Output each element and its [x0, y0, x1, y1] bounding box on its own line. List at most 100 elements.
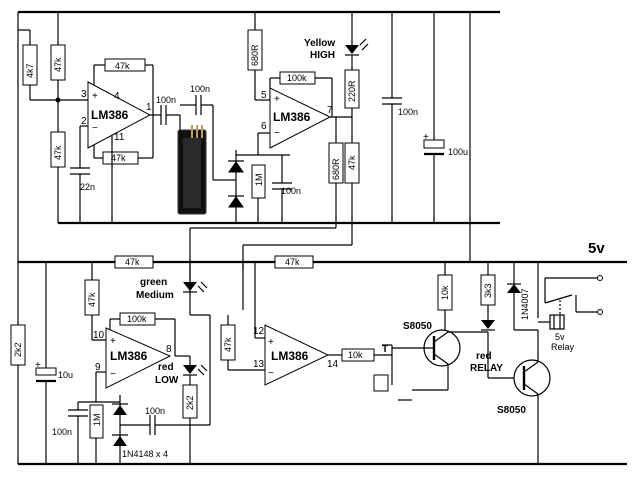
opamp-u2-pin7: 7 — [327, 105, 333, 116]
opamp-u3-name: LM386 — [110, 349, 148, 363]
opamp-u1-pin3: 3 — [81, 89, 87, 100]
opamp-u2-name: LM386 — [273, 110, 311, 124]
relay-label-2: Relay — [551, 342, 575, 352]
resistor-47k-mid-label: 47k — [347, 155, 357, 170]
capacitor-10u-label: 10u — [58, 370, 73, 380]
opamp-u4-pin13: 13 — [253, 359, 265, 370]
transistor-q2-label: S8050 — [497, 405, 526, 416]
led-green-label1: green — [140, 277, 167, 288]
led-red-low-label1: red — [158, 362, 174, 373]
led-red-low — [183, 365, 197, 374]
test-switch — [373, 374, 389, 392]
resistor-47k-bottom-b — [274, 255, 314, 269]
led-yellow — [345, 45, 359, 54]
opamp-u4-name: LM386 — [271, 349, 309, 363]
resistor-47k-a-label: 47k — [53, 57, 63, 72]
resistor-10k-out-label: 10k — [348, 350, 363, 360]
opamp-u2-plus: + — [274, 94, 280, 105]
opamp-u3-pin10: 10 — [93, 330, 105, 341]
opamp-u3-minus: − — [110, 369, 116, 380]
u2-section: 680R 100k LM386 + − 5 6 7 1M — [222, 12, 468, 310]
u3-section: 2k2 + 10u 47k 47k 47k 100k LM386 + − 10 … — [10, 223, 337, 464]
opamp-u2-pin5: 5 — [261, 90, 267, 101]
capacitor-100u-label: 100u — [448, 147, 468, 157]
capacitor-probe-label: 100n — [190, 84, 210, 94]
resistor-47k-in-label: 47k — [53, 145, 63, 160]
capacitor-u3-label: 100n — [52, 427, 72, 437]
diode-u3-b — [113, 436, 127, 446]
resistor-47k-bottom-b-label: 47k — [285, 257, 300, 267]
u4-section: 47k LM386 + − 12 13 14 10k — [220, 262, 392, 386]
transistor-q1-label: S8050 — [403, 321, 432, 332]
resistor-10k-base-label: 10k — [440, 285, 450, 300]
resistor-47k-bottom-a-label: 47k — [125, 257, 140, 267]
capacitor-10u — [35, 367, 57, 376]
opamp-u3 — [105, 327, 172, 389]
opamp-u1-pin4: 4 — [114, 91, 120, 102]
opamp-u2 — [269, 87, 332, 149]
capacitor-10u-plus: + — [35, 360, 41, 371]
capacitor-22n-label: 22n — [80, 182, 95, 192]
capacitor-supply-label: 100n — [398, 107, 418, 117]
capacitor-100u — [423, 139, 445, 149]
u1-section: 4k7 47k 47k 47k 22n 47k — [18, 12, 222, 223]
resistor-2k2-left-label: 2k2 — [13, 342, 23, 357]
resistor-47k-bottom-fb-label: 47k — [111, 153, 126, 163]
capacitor-u3in-label: 100n — [145, 406, 165, 416]
resistor-3k3-label: 3k3 — [483, 283, 493, 298]
opamp-u3-plus: + — [110, 336, 116, 347]
resistor-680r-top-label: 680R — [250, 44, 260, 66]
resistor-100k-u2-label: 100k — [287, 73, 307, 83]
resistor-47k-bottom-left-label: 47k — [87, 292, 97, 307]
capacitor-u1out-label: 100n — [156, 95, 176, 105]
diode-flyback-label: 1N4007 — [520, 288, 530, 320]
relay-terminal-a — [597, 275, 603, 281]
capacitor-100u-plus: + — [423, 132, 429, 143]
resistor-100k-u3-label: 100k — [127, 314, 147, 324]
led-red-relay — [481, 320, 495, 329]
resistor-220r-label: 220R — [347, 80, 357, 102]
opamp-u1-name: LM386 — [91, 108, 129, 122]
resistor-2k2-red-label: 2k2 — [185, 395, 195, 410]
led-red-relay-label2: RELAY — [470, 363, 503, 374]
opamp-u4-pin12: 12 — [253, 326, 265, 337]
opamp-u2-minus: − — [274, 128, 280, 139]
resistor-47k-top-fb-label: 47k — [115, 61, 130, 71]
relay-terminal-b — [597, 309, 603, 315]
resistor-2k2-left — [10, 324, 26, 366]
opamp-u3-pin9: 9 — [95, 362, 101, 373]
opamp-u3-pin8: 8 — [166, 344, 172, 355]
opamp-u1 — [87, 81, 152, 149]
led-green-label2: Medium — [136, 290, 174, 301]
opamp-u2-pin6: 6 — [261, 121, 267, 132]
resistor-47k-u4-label: 47k — [223, 337, 233, 352]
opamp-u4-pin14: 14 — [327, 359, 339, 370]
capacitor-u2-label: 100n — [281, 186, 301, 196]
transistor-q2 — [513, 359, 551, 397]
supply-label: 5v — [588, 240, 605, 257]
diode-probe-b — [228, 196, 244, 208]
relay-label-1: 5v — [555, 332, 565, 342]
diode-flyback — [507, 284, 521, 293]
relay-driver: T 10k S8050 3k3 red RELAY S8050 — [373, 262, 603, 464]
led-yellow-label1: Yellow — [304, 38, 335, 49]
led-red-relay-label1: red — [476, 351, 492, 362]
led-red-low-label2: LOW — [155, 375, 179, 386]
opamp-u4-minus: − — [268, 368, 274, 379]
opamp-u1-minus: − — [92, 123, 98, 134]
opamp-u1-pin1: 1 — [146, 102, 152, 113]
test-switch-label: T — [382, 344, 388, 355]
diodes-label: 1N4148 x 4 — [122, 449, 168, 459]
diode-u3-a — [113, 405, 127, 415]
opamp-u1-plus: + — [92, 91, 98, 102]
resistor-680r-mid-label: 680R — [331, 158, 341, 180]
relay-coil — [549, 314, 565, 330]
opamp-u1-pin2: 2 — [81, 116, 87, 127]
led-green — [183, 282, 197, 291]
resistor-1m-u3-label: 1M — [92, 413, 102, 426]
resistor-47k-bottom-a — [114, 255, 154, 269]
opamp-u4-plus: + — [268, 337, 274, 348]
diode-probe-a — [228, 161, 244, 173]
opamp-u1-pin11: 11 — [114, 132, 125, 143]
